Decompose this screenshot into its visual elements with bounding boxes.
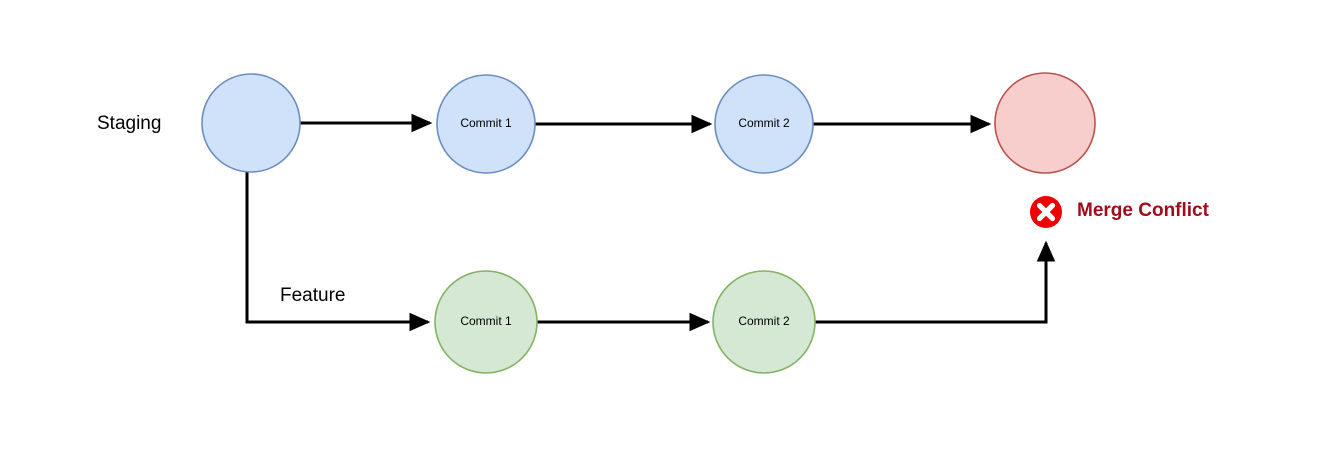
node-staging-commit-2[interactable]: Commit 2 (714, 74, 814, 174)
branch-label-staging: Staging (97, 113, 161, 134)
node-label: Commit 2 (738, 116, 790, 130)
node-label: Commit 1 (460, 314, 512, 328)
node-circle[interactable] (201, 73, 301, 173)
node-feature-commit-1[interactable]: Commit 1 (434, 270, 538, 374)
edges-group (245, 113, 1056, 332)
edge-root-to-feature-commit-1 (245, 171, 431, 332)
node-circle[interactable] (434, 270, 538, 374)
node-staging-merge-target[interactable] (994, 72, 1096, 174)
node-label: Commit 2 (738, 314, 790, 328)
node-circle[interactable] (712, 270, 816, 374)
x-glyph-icon (1036, 202, 1056, 222)
edge-feature-commit-2-to-conflict (815, 240, 1056, 324)
node-feature-commit-2[interactable]: Commit 2 (712, 270, 816, 374)
node-label: Commit 1 (460, 116, 512, 130)
merge-conflict-label: Merge Conflict (1077, 200, 1210, 221)
node-staging-commit-1[interactable]: Commit 1 (436, 74, 536, 174)
node-staging-root[interactable] (201, 73, 301, 173)
node-circle[interactable] (994, 72, 1096, 174)
merge-conflict-marker[interactable]: Merge Conflict (1030, 196, 1210, 228)
node-circle[interactable] (714, 74, 814, 174)
branch-label-feature: Feature (280, 285, 345, 306)
node-circle[interactable] (436, 74, 536, 174)
